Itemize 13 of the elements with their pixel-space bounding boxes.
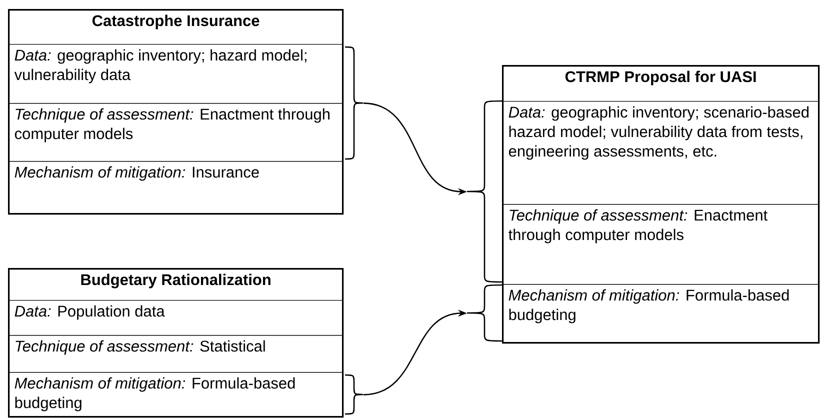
curly-brace [345,374,364,415]
table-row: Technique of assessment: Enactment through computer models [502,204,819,285]
table-row: Mechanism of mitigation: Insurance [8,161,343,214]
curly-brace [466,100,502,283]
table-row: Technique of assessment: Enactment through computer models [8,103,343,162]
table-row: Mechanism of mitigation: Formula-based budgeting [8,372,343,417]
table-row: Mechanism of mitigation: Formula-based budgeting [502,284,819,343]
table-row: Data: Population data [8,300,343,336]
curly-brace [345,46,364,160]
table-row: Data: geographic inventory; scenario-based hazard model; vulnerability data from tests, engineering assessments, etc. [502,101,819,205]
table-row: Data: geographic inventory; hazard model; vulnerability data [8,44,343,104]
table-row: Technique of assessment: Statistical [8,335,343,373]
curly-brace [466,284,502,342]
